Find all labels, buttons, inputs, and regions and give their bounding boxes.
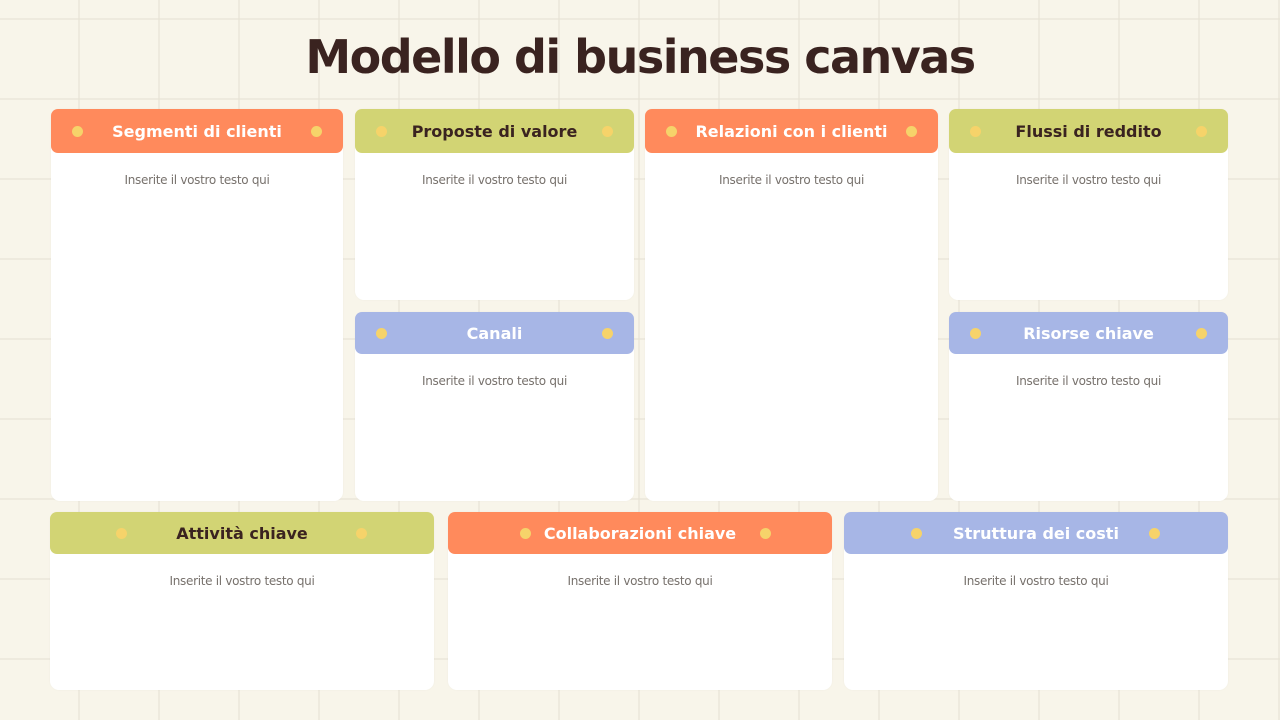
card-segmenti-di-clienti: Segmenti di clienti Inserite il vostro t… <box>51 109 343 501</box>
header-risorse-chiave: Risorse chiave <box>949 312 1228 354</box>
dot-icon <box>116 528 127 539</box>
header-label: Relazioni con i clienti <box>695 121 888 141</box>
header-label: Struttura dei costi <box>953 523 1119 543</box>
placeholder-text[interactable]: Inserite il vostro testo qui <box>567 574 713 588</box>
header-proposte-di-valore: Proposte di valore <box>355 109 634 153</box>
header-struttura-dei-costi: Struttura dei costi <box>844 512 1228 554</box>
header-label: Collaborazioni chiave <box>543 523 737 543</box>
card-proposte-di-valore: Proposte di valore Inserite il vostro te… <box>355 109 634 300</box>
card-struttura-dei-costi: Struttura dei costi Inserite il vostro t… <box>844 512 1228 690</box>
dot-icon <box>970 126 981 137</box>
card-relazioni-con-i-clienti: Relazioni con i clienti Inserite il vost… <box>645 109 938 501</box>
placeholder-text[interactable]: Inserite il vostro testo qui <box>421 173 568 187</box>
dot-icon <box>1149 528 1160 539</box>
placeholder-text[interactable]: Inserite il vostro testo qui <box>1015 173 1162 187</box>
dot-icon <box>906 126 917 137</box>
placeholder-text[interactable]: Inserite il vostro testo qui <box>124 173 270 187</box>
dot-icon <box>376 126 387 137</box>
dot-icon <box>356 528 367 539</box>
header-label: Segmenti di clienti <box>112 121 282 141</box>
card-flussi-di-reddito: Flussi di reddito Inserite il vostro tes… <box>949 109 1228 300</box>
header-relazioni-con-i-clienti: Relazioni con i clienti <box>645 109 938 153</box>
placeholder-text[interactable]: Inserite il vostro testo qui <box>169 574 315 588</box>
placeholder-text[interactable]: Inserite il vostro testo qui <box>963 574 1109 588</box>
card-risorse-chiave: Risorse chiave Inserite il vostro testo … <box>949 312 1228 501</box>
header-label: Canali <box>466 323 523 343</box>
dot-icon <box>1196 328 1207 339</box>
card-collaborazioni-chiave: Collaborazioni chiave Inserite il vostro… <box>448 512 832 690</box>
dot-icon <box>72 126 83 137</box>
dot-icon <box>602 328 613 339</box>
dot-icon <box>376 328 387 339</box>
card-canali: Canali Inserite il vostro testo qui <box>355 312 634 501</box>
dot-icon <box>666 126 677 137</box>
header-flussi-di-reddito: Flussi di reddito <box>949 109 1228 153</box>
header-canali: Canali <box>355 312 634 354</box>
card-attivita-chiave: Attività chiave Inserite il vostro testo… <box>50 512 434 690</box>
dot-icon <box>1196 126 1207 137</box>
dot-icon <box>602 126 613 137</box>
placeholder-text[interactable]: Inserite il vostro testo qui <box>421 374 568 388</box>
header-label: Risorse chiave <box>1023 323 1154 343</box>
header-label: Flussi di reddito <box>1015 121 1162 141</box>
header-collaborazioni-chiave: Collaborazioni chiave <box>448 512 832 554</box>
dot-icon <box>760 528 771 539</box>
header-attivita-chiave: Attività chiave <box>50 512 434 554</box>
dot-icon <box>311 126 322 137</box>
dot-icon <box>520 528 531 539</box>
header-label: Attività chiave <box>176 523 308 543</box>
header-segmenti-di-clienti: Segmenti di clienti <box>51 109 343 153</box>
header-label: Proposte di valore <box>411 121 578 141</box>
dot-icon <box>911 528 922 539</box>
page-title: Modello di business canvas <box>305 30 976 84</box>
placeholder-text[interactable]: Inserite il vostro testo qui <box>1015 374 1162 388</box>
placeholder-text[interactable]: Inserite il vostro testo qui <box>718 173 865 187</box>
dot-icon <box>970 328 981 339</box>
